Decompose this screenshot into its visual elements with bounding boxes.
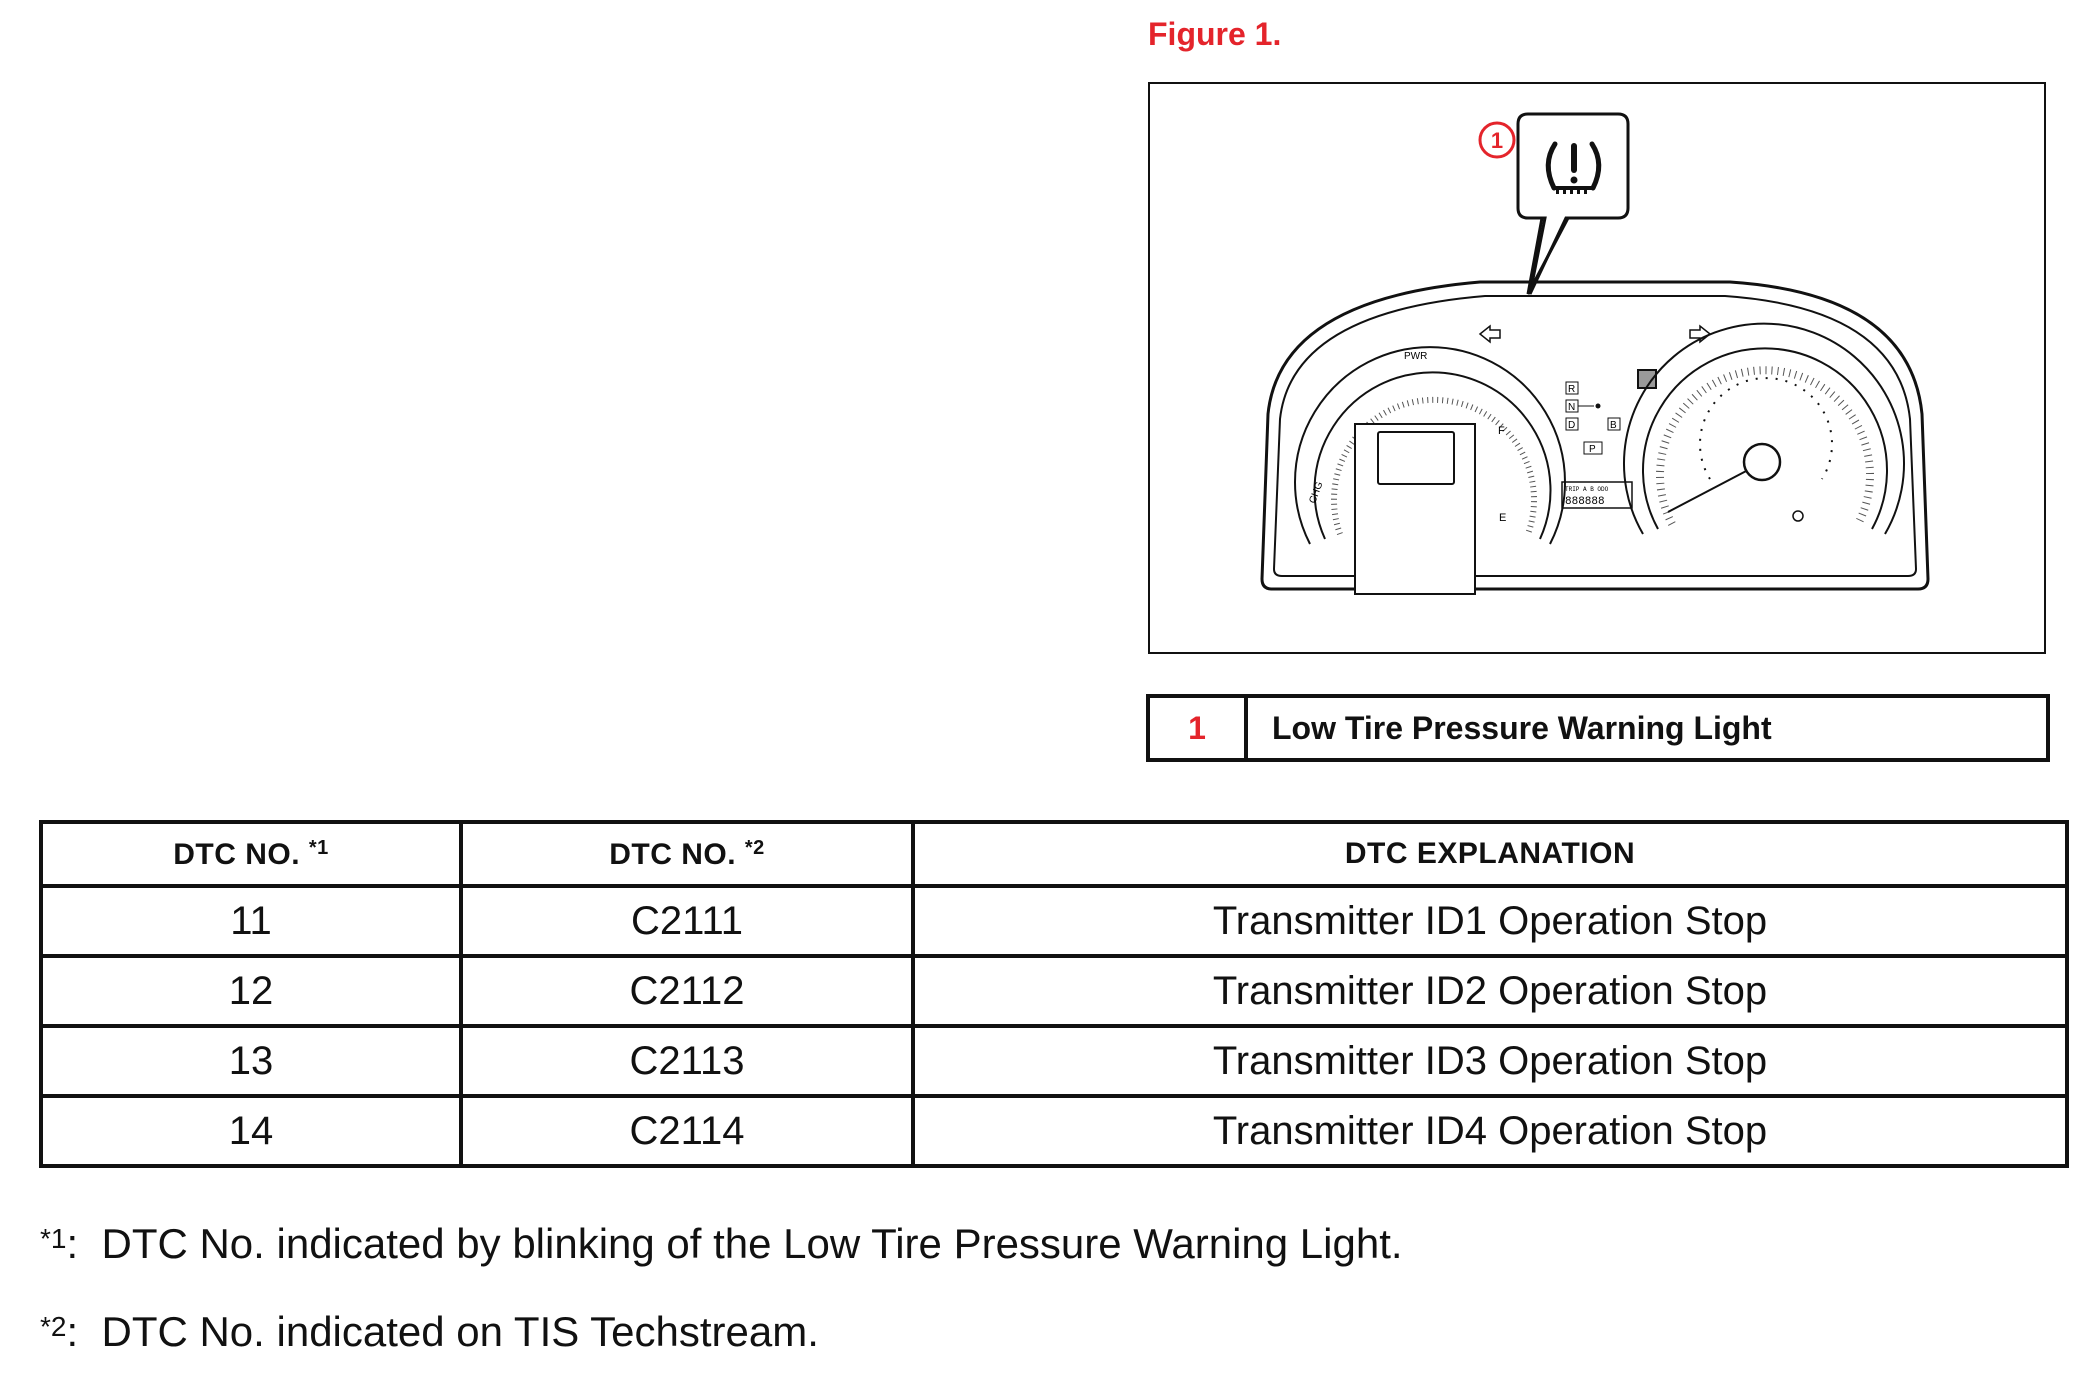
dtc-techstream-code: C2114	[459, 1094, 915, 1168]
odometer-digits: 888888	[1565, 496, 1605, 508]
header-dtc-no-2: DTC NO. *2	[459, 820, 915, 888]
callout-number-circle	[1478, 121, 1516, 159]
dtc-table: DTC NO. *1 DTC NO. *2 DTC EXPLANATION 11…	[39, 820, 2069, 1168]
table-row: 13 C2113 Transmitter ID3 Operation Stop	[39, 1024, 2069, 1098]
footnote-1-text: DTC No. indicated by blinking of the Low…	[101, 1220, 1403, 1267]
figure-legend: 1 Low Tire Pressure Warning Light	[1146, 694, 2050, 762]
dtc-explanation: Transmitter ID3 Operation Stop	[911, 1024, 2069, 1098]
tire-pressure-warning-icon	[1545, 141, 1602, 194]
footnote-2-text: DTC No. indicated on TIS Techstream.	[101, 1308, 819, 1355]
dtc-blink-code: 13	[39, 1024, 463, 1098]
instrument-cluster-drawing: PWR CHG F E R N D B P TRIP A B ODO 8	[1260, 112, 1930, 595]
footnote-1-mark: *1	[40, 1223, 67, 1254]
power-label: PWR	[1404, 351, 1427, 362]
footnote-2: *2: DTC No. indicated on TIS Techstream.	[40, 1308, 819, 1355]
gear-p: P	[1589, 444, 1596, 455]
cluster-housing	[1260, 280, 1930, 591]
dtc-explanation: Transmitter ID4 Operation Stop	[911, 1094, 2069, 1168]
cluster-housing-inner	[1272, 295, 1918, 577]
gear-indicator: R N D B P	[1565, 381, 1621, 455]
left-gauge: PWR CHG F E	[1294, 346, 1566, 595]
dtc-techstream-code: C2112	[459, 954, 915, 1028]
fuel-empty-label: E	[1499, 512, 1506, 524]
header-dtc-no-1: DTC NO. *1	[39, 820, 463, 888]
dtc-blink-code: 14	[39, 1094, 463, 1168]
callout-bubble	[1516, 112, 1630, 295]
table-header-row: DTC NO. *1 DTC NO. *2 DTC EXPLANATION	[39, 820, 2069, 888]
instrument-cluster-figure: PWR CHG F E R N D B P TRIP A B ODO 8	[1148, 82, 2046, 654]
callout-number: 1	[1491, 128, 1503, 153]
fuel-full-label: F	[1498, 425, 1505, 437]
gear-r: R	[1568, 384, 1575, 395]
dtc-explanation: Transmitter ID2 Operation Stop	[911, 954, 2069, 1028]
legend-number: 1	[1150, 698, 1248, 758]
header-dtc-explanation: DTC EXPLANATION	[911, 820, 2069, 888]
odometer-caption: TRIP A B ODO	[1565, 486, 1609, 493]
dtc-blink-code: 11	[39, 884, 463, 958]
footnote-1: *1: DTC No. indicated by blinking of the…	[40, 1220, 1403, 1267]
gear-d: D	[1568, 420, 1575, 431]
dtc-techstream-code: C2113	[459, 1024, 915, 1098]
dtc-techstream-code: C2111	[459, 884, 915, 958]
right-gauge	[1623, 322, 1905, 535]
odometer: TRIP A B ODO 888888	[1561, 481, 1633, 509]
dtc-blink-code: 12	[39, 954, 463, 1028]
charge-label: CHG	[1307, 480, 1325, 505]
table-row: 11 C2111 Transmitter ID1 Operation Stop	[39, 884, 2069, 958]
gear-n: N	[1568, 402, 1575, 413]
gear-b: B	[1610, 420, 1617, 431]
footnote-2-mark: *2	[40, 1311, 67, 1342]
table-row: 12 C2112 Transmitter ID2 Operation Stop	[39, 954, 2069, 1028]
legend-label: Low Tire Pressure Warning Light	[1272, 709, 1772, 746]
table-row: 14 C2114 Transmitter ID4 Operation Stop	[39, 1094, 2069, 1168]
left-turn-arrow-icon	[1478, 324, 1501, 344]
figure-title: Figure 1.	[1148, 16, 1282, 52]
right-turn-arrow-icon	[1689, 324, 1712, 344]
dtc-explanation: Transmitter ID1 Operation Stop	[911, 884, 2069, 958]
